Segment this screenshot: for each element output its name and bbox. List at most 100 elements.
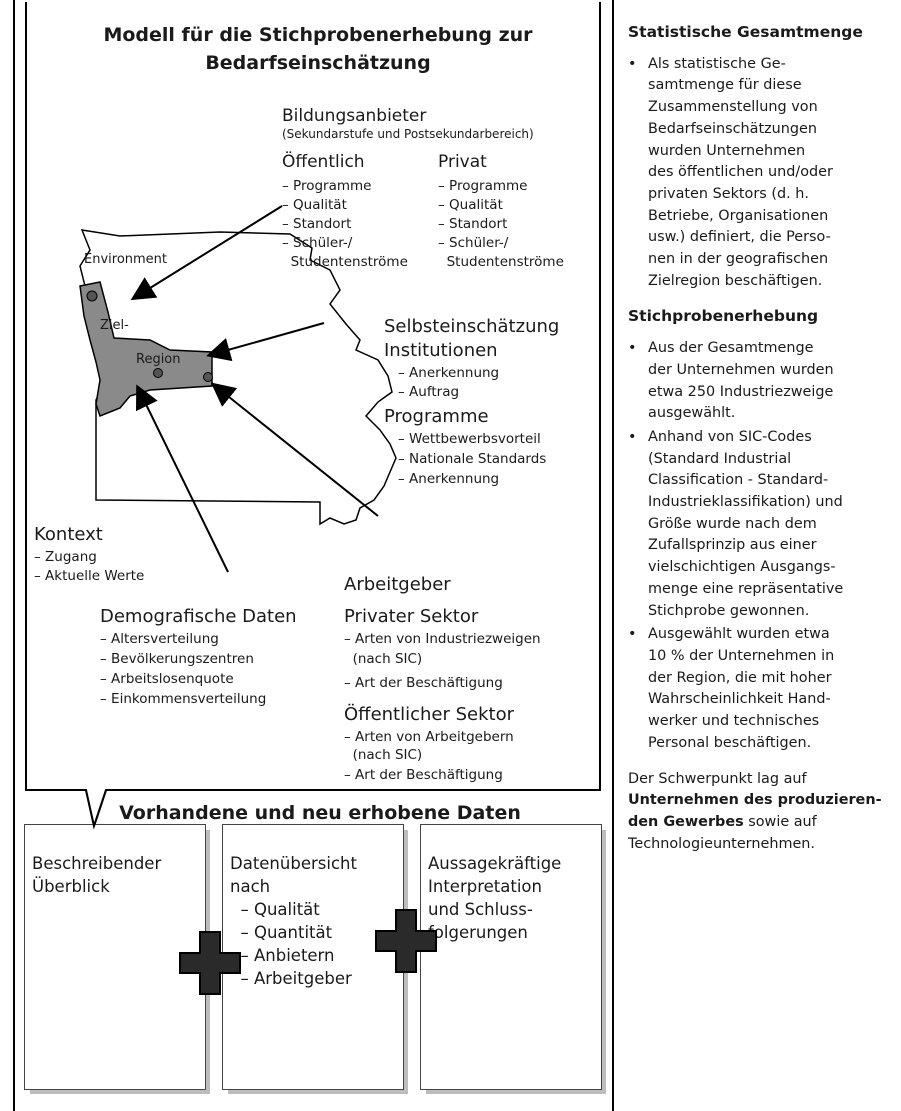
demografie-item-0: – Altersverteilung: [100, 631, 219, 647]
sb1-l5: des öffentlichen und/oder: [648, 164, 833, 181]
programme-heading: Programme: [384, 406, 489, 427]
privat-item-2: – Standort: [438, 216, 508, 232]
oeff-sektor-heading: Öffentlicher Sektor: [344, 704, 515, 725]
programme-item-1: – Nationale Standards: [398, 451, 547, 467]
card2-line-1: nach: [230, 877, 271, 896]
oeffentlich-heading: Öffentlich: [282, 152, 365, 172]
sidebar-bullet-2: Aus der Gesamtmenge der Unternehmen wurd…: [628, 338, 896, 425]
card1-line-1: Überblick: [32, 877, 110, 896]
card1-line-0: Beschreibender: [32, 854, 162, 873]
closing-line-1: Der Schwerpunkt lag auf: [628, 770, 807, 787]
city-marker-1: [86, 290, 98, 302]
demografie-item-2: – Arbeitslosenquote: [100, 671, 234, 687]
sb4-l2: der Region, die mit hoher: [648, 669, 832, 686]
arrow-selbst: [206, 322, 325, 362]
oeffentlich-item-0: – Programme: [282, 178, 372, 194]
oeffentlich-item-4: Studentenströme: [282, 254, 408, 270]
map-environment-label: Environment: [84, 252, 168, 267]
kontext-heading: Kontext: [34, 524, 103, 545]
sb4-l3: Wahrscheinlichkeit Hand-: [648, 691, 831, 708]
card2-line-4: – Anbietern: [230, 946, 335, 965]
arrow-bildung: [130, 205, 283, 301]
sidebar-bullet-3: Anhand von SIC-Codes (Standard Industria…: [628, 427, 896, 622]
oeffentlich-item-1: – Qualität: [282, 197, 347, 213]
sb2-l2: etwa 250 Industriezweige: [648, 383, 834, 400]
sb1-l3: Bedarfseinschätzungen: [648, 120, 818, 137]
map-region-label: Region: [136, 352, 181, 367]
city-marker-3: [203, 372, 213, 382]
privat-item-1: – Qualität: [438, 197, 503, 213]
oeff-sektor-item-0: – Arten von Arbeitgebern: [344, 729, 514, 745]
sb1-l1: samtmenge für diese: [648, 77, 802, 94]
card3-line-1: Interpretation: [428, 877, 542, 896]
arrows: [130, 205, 379, 573]
sidebar-heading-1: Statistische Gesamtmenge: [628, 23, 863, 41]
demografie-item-1: – Bevölkerungszentren: [100, 651, 254, 667]
sidebar: Statistische Gesamtmenge Als statistisch…: [628, 22, 896, 855]
sb4-l1: 10 % der Unternehmen in: [648, 647, 835, 664]
programme-item-0: – Wettbewerbsvorteil: [398, 431, 541, 447]
city-marker-2: [153, 368, 163, 378]
card3-line-3: folgerungen: [428, 923, 528, 942]
privat-item-4: Studentenströme: [438, 254, 564, 270]
selbst-item-1: – Auftrag: [398, 384, 460, 400]
sb3-l4: Größe wurde nach dem: [648, 515, 817, 532]
arrow-kontext: [136, 384, 229, 573]
privat-heading: Privat: [438, 152, 487, 172]
privat-sektor-heading: Privater Sektor: [344, 606, 479, 627]
privat-item-0: – Programme: [438, 178, 528, 194]
sb1-l10: Zielregion beschäftigen.: [648, 272, 823, 289]
divider-line: [612, 0, 614, 1111]
sb2-l3: ausgewählt.: [648, 405, 736, 422]
plus-icon-1: [179, 931, 241, 995]
sb3-l5: Zufallsprinzip aus einer: [648, 537, 817, 554]
programme-item-2: – Anerkennung: [398, 471, 500, 487]
privat-sektor-item-2: – Art der Beschäftigung: [344, 675, 503, 691]
sb1-l0: Als statistische Ge-: [648, 55, 786, 72]
card2-line-3: – Quantität: [230, 923, 333, 942]
bubble-tail: [85, 789, 107, 830]
sidebar-bullet-4: Ausgewählt wurden etwa 10 % der Unterneh…: [628, 624, 896, 754]
card2-line-5: – Arbeitgeber: [230, 969, 352, 988]
sb1-l7: Betriebe, Organisationen: [648, 207, 829, 224]
oeff-sektor-item-1: (nach SIC): [344, 747, 423, 763]
sb2-l1: der Unternehmen wurden: [648, 361, 834, 378]
selbst-item-0: – Anerkennung: [398, 365, 500, 381]
sb3-l6: vielschichtigen Ausgangs-: [648, 559, 836, 576]
card2-line-0: Datenübersicht: [230, 854, 357, 873]
sb4-l5: Personal beschäftigen.: [648, 734, 812, 751]
demografie-heading: Demografische Daten: [100, 606, 297, 627]
sb1-l9: nen in der geografischen: [648, 251, 829, 268]
page-title-line2: Bedarfseinschätzung: [205, 52, 431, 74]
privat-sektor-item-0: – Arten von Industriezweigen: [344, 631, 541, 647]
sb3-l7: menge eine repräsentative: [648, 580, 844, 597]
sb3-l1: (Standard Industrial: [648, 450, 792, 467]
privat-sektor-item-1: (nach SIC): [344, 651, 423, 667]
map-ziel-label: Ziel-: [100, 318, 129, 333]
sb3-l8: Stichprobe gewonnen.: [648, 602, 810, 619]
kontext-item-0: – Zugang: [34, 549, 97, 565]
card-interpretation: [420, 824, 602, 1090]
left-border: [13, 0, 15, 1111]
sb1-l6: privaten Sektors (d. h.: [648, 185, 809, 202]
sb1-l4: wurden Unternehmen: [648, 142, 806, 159]
kontext-item-1: – Aktuelle Werte: [34, 568, 145, 584]
sb1-l8: usw.) definiert, die Perso-: [648, 229, 831, 246]
sb4-l0: Ausgewählt wurden etwa: [648, 626, 830, 643]
sb4-l4: werker und technisches: [648, 713, 820, 730]
arrow-programme: [210, 382, 379, 517]
privat-item-3: – Schüler-/: [438, 235, 509, 251]
oeffentlich-item-2: – Standort: [282, 216, 352, 232]
missouri-map: [79, 229, 397, 526]
page-title-line1: Modell für die Stichprobenerhebung zur: [103, 24, 533, 46]
closing-line-3: den Gewerbes sowie auf: [628, 812, 896, 834]
plus-icon-2: [375, 909, 437, 973]
sidebar-bullet-1: Als statistische Ge- samtmenge für diese…: [628, 54, 896, 293]
sidebar-list-1: Als statistische Ge- samtmenge für diese…: [628, 54, 896, 293]
closing-text-2: sowie auf: [743, 813, 817, 830]
sb3-l3: Industrieklassifikation) und: [648, 494, 843, 511]
closing-bold-2: den Gewerbes: [628, 813, 744, 830]
demografie-item-3: – Einkommensverteilung: [100, 691, 267, 707]
closing-line-2: Unternehmen des produzieren-: [628, 792, 882, 809]
sb3-l2: Classification - Standard-: [648, 472, 829, 489]
